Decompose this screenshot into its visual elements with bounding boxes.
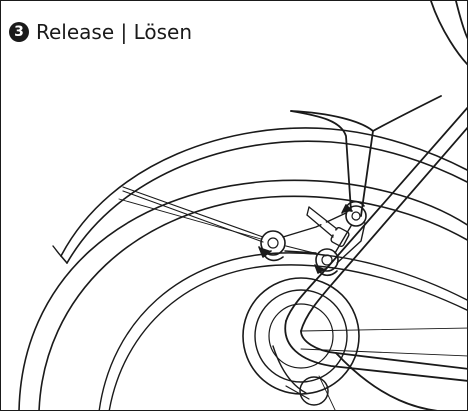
rotation-arrows xyxy=(258,200,365,277)
quick-release-lever xyxy=(272,345,329,406)
rear-hub xyxy=(242,277,360,395)
brake-cable xyxy=(122,186,327,257)
bike-frame xyxy=(284,1,467,410)
brake-caliper xyxy=(260,205,367,272)
step-caption: 3 Release | Lösen xyxy=(9,20,197,44)
step-number-badge: 3 xyxy=(9,22,29,42)
mudguard xyxy=(52,127,467,264)
rear-wheel xyxy=(18,179,467,410)
step-title: Release | Lösen xyxy=(36,20,193,44)
